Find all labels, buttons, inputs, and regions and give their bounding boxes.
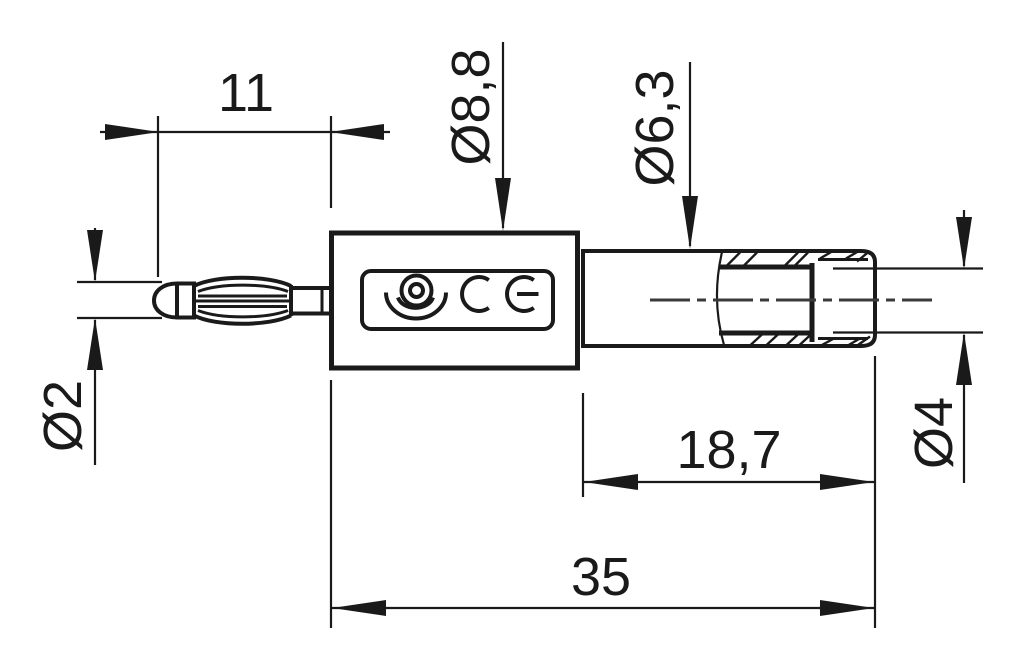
section-hatching: [726, 250, 871, 348]
dimension-label-body-diameter: Ø8,8: [441, 48, 501, 165]
arrowhead-icon: [87, 318, 103, 370]
dimension-socket-depth: 18,7: [581, 393, 875, 497]
dimension-sleeve-diameter: Ø6,3: [625, 62, 698, 249]
pin-tip-cap: [151, 281, 178, 320]
arrowhead-icon: [956, 332, 972, 385]
brand-logo-icon: [384, 273, 448, 321]
arrowhead-icon: [330, 124, 384, 140]
arrowhead-icon: [820, 474, 874, 490]
plug-spring-bulge: [192, 275, 293, 326]
label-plate: [360, 269, 555, 331]
rear-sleeve: [581, 249, 877, 348]
dimension-body-diameter: Ø8,8: [441, 42, 511, 231]
dimension-pin-diameter: Ø2: [33, 228, 162, 465]
dimension-label-sleeve-diameter: Ø6,3: [625, 69, 685, 186]
arrowhead-icon: [87, 230, 103, 282]
ce-mark-icon: [460, 275, 539, 313]
connector-body: [329, 230, 580, 371]
dimension-socket-diameter: Ø4: [833, 210, 983, 483]
dimension-label-pin-diameter: Ø2: [33, 380, 93, 452]
arrowhead-icon: [332, 600, 386, 616]
dimension-pin-length: 11: [100, 63, 390, 277]
body-outline: [329, 230, 580, 371]
arrowhead-icon: [820, 600, 874, 616]
dimension-overall-length: 35: [329, 356, 877, 628]
arrowhead-icon: [584, 474, 638, 490]
arrowhead-icon: [495, 178, 511, 231]
dimension-label-pin-length: 11: [218, 63, 274, 123]
dimension-label-socket-depth: 18,7: [676, 420, 781, 480]
dimension-label-socket-diameter: Ø4: [904, 397, 964, 469]
arrowhead-icon: [105, 124, 159, 140]
arrowhead-icon: [682, 196, 698, 249]
arrowhead-icon: [956, 217, 972, 269]
dimension-label-overall-length: 35: [571, 547, 631, 607]
